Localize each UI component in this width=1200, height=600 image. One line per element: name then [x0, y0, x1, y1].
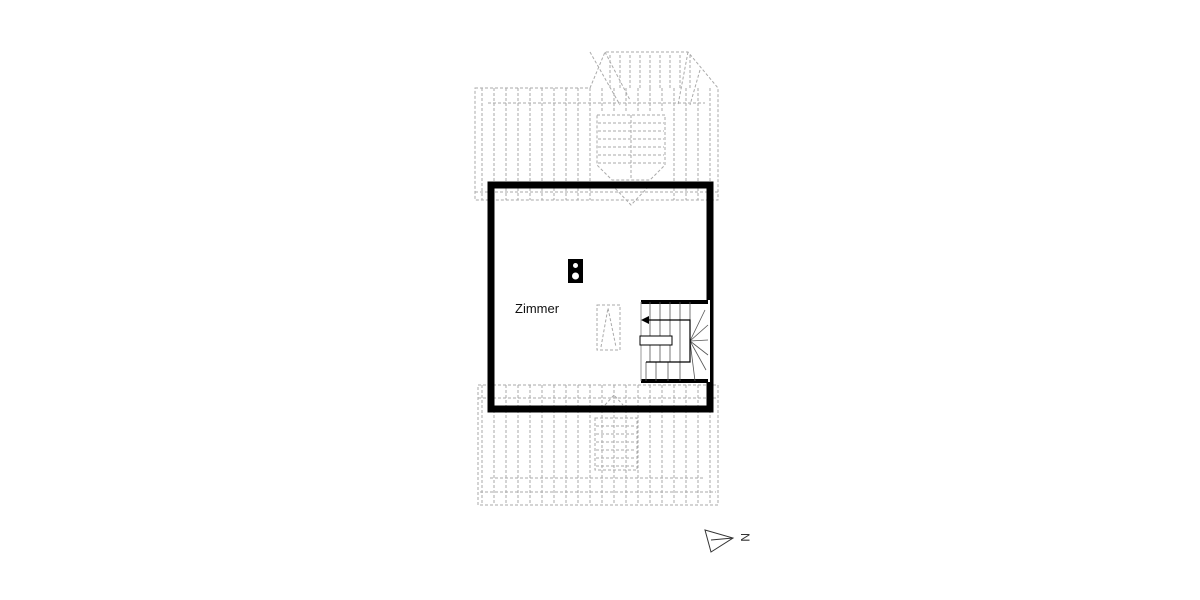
stair-tread: [689, 339, 709, 342]
chimney: [568, 259, 583, 283]
north-arrow-icon: N: [704, 529, 752, 553]
stair-direction-arrow-icon: [641, 316, 649, 324]
stair-tread: [689, 309, 706, 342]
roof-window-outline: [596, 304, 621, 351]
stair-tread: [689, 324, 709, 342]
stair-tread: [689, 340, 709, 356]
roof-outline-lower: [477, 384, 719, 506]
north-label: N: [738, 533, 752, 542]
stair-tread: [689, 340, 696, 382]
skylight-lower: [594, 417, 638, 471]
skylight-upper: [596, 114, 666, 181]
room-label-zimmer: Zimmer: [515, 301, 560, 316]
stair-tread: [689, 340, 707, 371]
staircase[interactable]: [639, 300, 710, 383]
exterior-wall: [487, 181, 714, 413]
